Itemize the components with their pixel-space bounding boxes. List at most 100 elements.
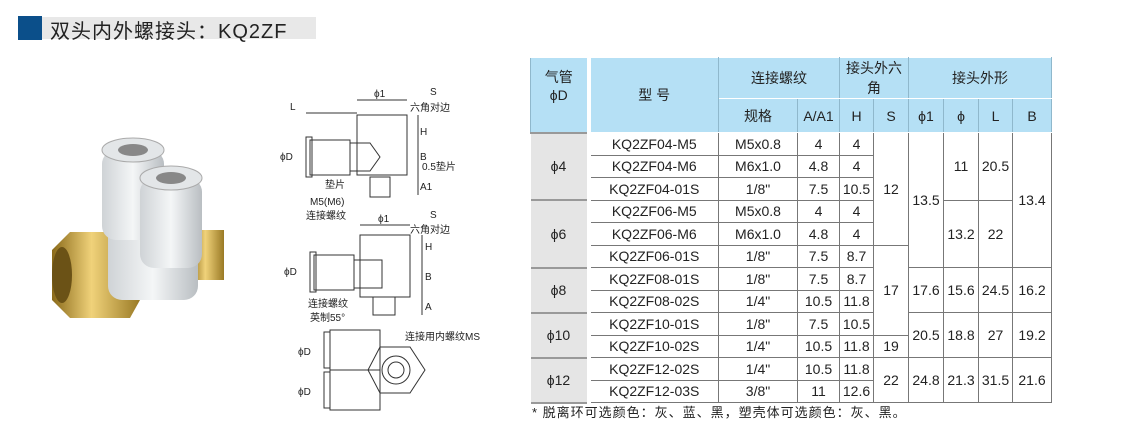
inner-thread-label: 连接用内螺纹MS (405, 330, 480, 343)
cell-a: 7.5 (797, 177, 840, 201)
cell-b: 13.4 (1012, 132, 1052, 268)
cell-h: 12.6 (839, 379, 874, 403)
cell-phi: 18.8 (943, 312, 979, 358)
cell-h: 8.7 (839, 244, 874, 268)
header-shape: 接头外形 (908, 57, 1052, 99)
cell-a: 10.5 (797, 289, 840, 313)
cell-a: 7.5 (797, 244, 840, 268)
cell-phi1: 17.6 (908, 267, 944, 313)
cell-h: 11.8 (839, 289, 874, 313)
dim-H: H (420, 127, 427, 138)
cell-h: 4 (839, 154, 874, 178)
cell-a: 7.5 (797, 267, 840, 291)
cell-model: KQ2ZF06-M5 (588, 199, 719, 223)
title-bar (18, 17, 316, 39)
cell-spec: M5x0.8 (718, 199, 798, 223)
cell-h: 10.5 (839, 312, 874, 336)
m5-label: M5(M6) (310, 197, 344, 208)
dim-phiD-3: ϕD (298, 347, 311, 358)
washer-label: 垫片 (325, 178, 345, 191)
cell-spec: 1/8" (718, 267, 798, 291)
dim-A: A (425, 302, 432, 313)
cell-d: ϕ4 (530, 131, 591, 201)
thread-label: 连接螺纹 (306, 209, 346, 222)
cell-s: 22 (873, 357, 909, 403)
cell-spec: 1/8" (718, 177, 798, 201)
hex-label-2: 六角对边 (410, 223, 450, 236)
cell-d: ϕ12 (530, 356, 591, 404)
cell-a: 4.8 (797, 222, 840, 246)
cell-spec: 1/8" (718, 312, 798, 336)
cell-l: 31.5 (978, 357, 1013, 403)
cell-model: KQ2ZF10-01S (588, 312, 719, 336)
cell-l: 20.5 (978, 132, 1013, 201)
cell-phi: 13.2 (943, 199, 979, 268)
cell-model: KQ2ZF04-M5 (588, 132, 719, 156)
cell-a: 7.5 (797, 312, 840, 336)
dim-A1: A1 (420, 182, 433, 193)
dim-B: B (420, 152, 427, 163)
cell-phi: 21.3 (943, 357, 979, 403)
cell-a: 4 (797, 199, 840, 223)
cell-b: 19.2 (1012, 312, 1052, 358)
header-hex: 接头外六角 (839, 57, 909, 99)
header-model: 型 号 (588, 57, 719, 133)
cell-phi1: 13.5 (908, 132, 944, 268)
cell-d: ϕ10 (530, 311, 591, 359)
cell-l: 24.5 (978, 267, 1013, 313)
cell-b: 16.2 (1012, 267, 1052, 313)
washer05-label: 0.5垫片 (422, 160, 456, 173)
header-phi1: ϕ1 (908, 98, 944, 133)
hex-label: 六角对边 (410, 101, 450, 114)
dimension-drawing: L ϕ1 S 六角对边 H B A1 0.5垫片 ϕD 垫片 M5(M6) 连接… (280, 87, 480, 411)
dim-B-2: B (425, 272, 432, 283)
cell-h: 8.7 (839, 267, 874, 291)
cell-s: 19 (873, 334, 909, 358)
cell-a: 10.5 (797, 357, 840, 381)
dim-phiD-4: ϕD (298, 387, 311, 398)
cell-phi1: 24.8 (908, 357, 944, 403)
header-thread: 连接螺纹 (718, 57, 840, 99)
cell-spec: 3/8" (718, 379, 798, 403)
product-photo (52, 137, 224, 318)
page-title: 双头内外螺接头：KQ2ZF (50, 21, 288, 43)
cell-d: ϕ8 (530, 266, 591, 314)
cell-a: 4.8 (797, 154, 840, 178)
header-phi: ϕ (943, 98, 979, 133)
cell-spec: 1/4" (718, 334, 798, 358)
dim-phiD: ϕD (280, 152, 293, 163)
cell-s: 12 (873, 132, 909, 246)
cell-l: 27 (978, 312, 1013, 358)
title-marker (18, 16, 42, 40)
cell-model: KQ2ZF12-03S (588, 379, 719, 403)
dim-phiD-2: ϕD (284, 267, 297, 278)
cell-l: 22 (978, 199, 1013, 268)
cell-h: 10.5 (839, 177, 874, 201)
thread-en-label: 英制55° (310, 311, 345, 324)
cell-h: 4 (839, 222, 874, 246)
cell-h: 4 (839, 199, 874, 223)
cell-spec: 1/4" (718, 289, 798, 313)
cell-s: 17 (873, 244, 909, 336)
footnote: * 脱离环可选颜色：灰、蓝、黑，塑壳体可选颜色：灰、黑。 (532, 405, 907, 420)
cell-spec: M5x0.8 (718, 132, 798, 156)
cell-d: ϕ6 (530, 199, 591, 269)
header-spec: 规格 (718, 98, 798, 133)
header-h: H (839, 98, 874, 133)
header-a: A/A1 (797, 98, 840, 133)
dim-L: L (290, 102, 296, 113)
dim-phi1: ϕ1 (374, 89, 386, 100)
cell-spec: 1/8" (718, 244, 798, 268)
